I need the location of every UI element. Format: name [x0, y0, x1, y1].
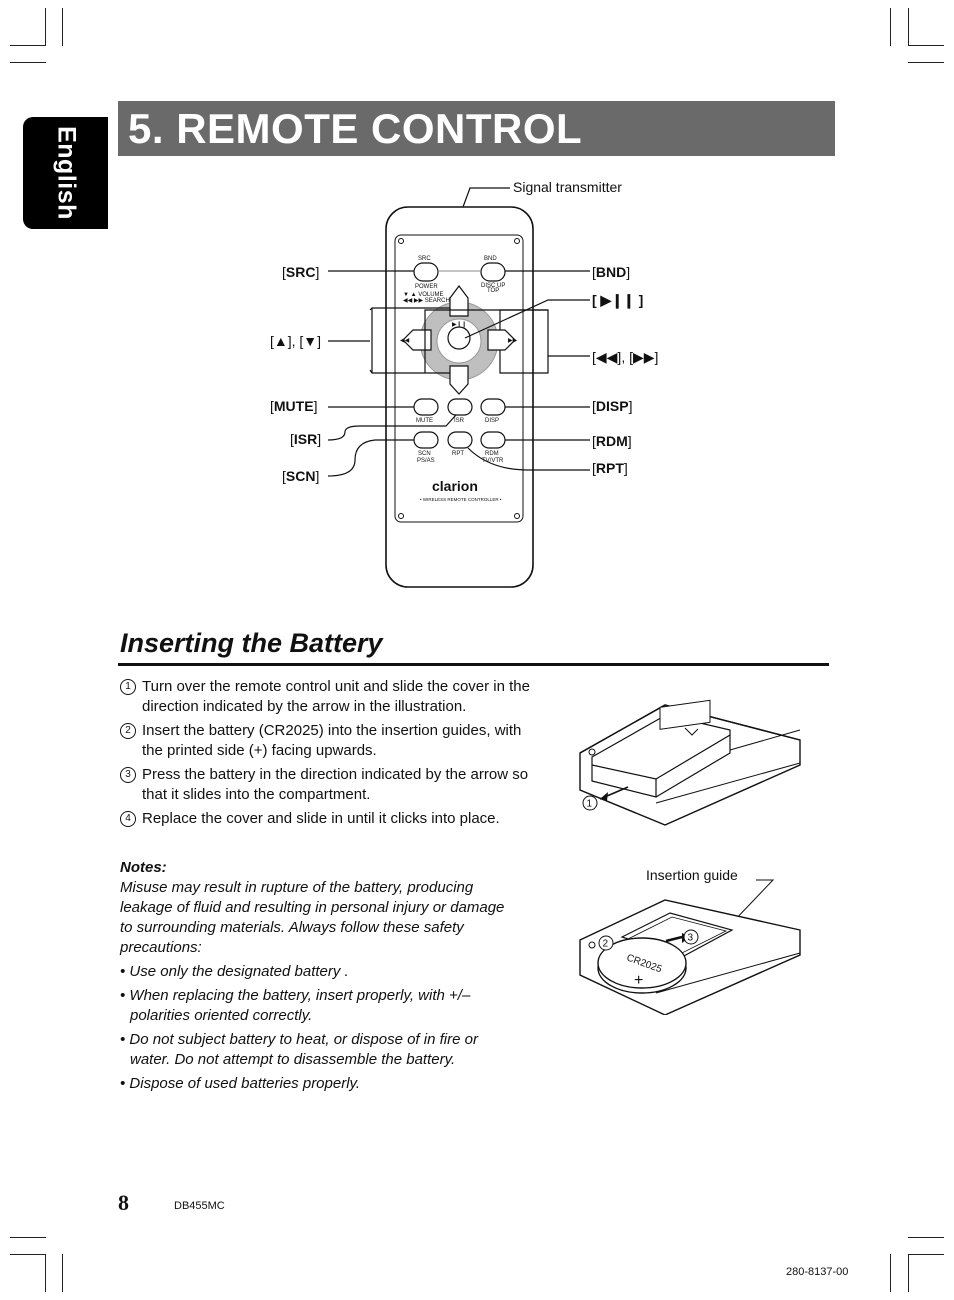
up-down-label: [▲], [▼]: [270, 333, 322, 349]
list-item: • When replacing the battery, insert pro…: [120, 987, 471, 1024]
bnd-button[interactable]: [480, 262, 506, 282]
mute-label: [MUTE]: [270, 398, 318, 414]
battery-plus: +: [634, 972, 643, 989]
next-button[interactable]: [487, 329, 516, 351]
crop-mark: [10, 1254, 46, 1255]
btn-text-psas: PS/AS: [417, 458, 435, 464]
crop-mark: [62, 8, 63, 46]
btn-text-tvvtr: TV/VTR: [482, 458, 504, 464]
btn-text-bnd: BND: [484, 256, 497, 262]
btn-text-disc-up: DISC UP: [481, 283, 505, 289]
crop-mark: [908, 62, 944, 63]
cover-illustration: 1: [579, 699, 801, 826]
mute-button[interactable]: [413, 398, 439, 416]
brand-subtitle: • WIRELESS REMOTE CONTROLLER •: [420, 497, 502, 502]
crop-mark: [908, 8, 909, 46]
language-tab: English: [23, 117, 108, 229]
section-rule: [118, 663, 829, 666]
crop-mark: [908, 1254, 944, 1255]
isr-button[interactable]: [447, 398, 473, 416]
btn-text-mute: MUTE: [416, 418, 433, 424]
section-title: Inserting the Battery: [120, 628, 383, 658]
rpt-button[interactable]: [447, 431, 473, 449]
btn-text-top: TOP: [487, 288, 499, 294]
svg-text:◀◀: ◀◀: [400, 338, 410, 344]
model-number: DB455MC: [174, 1200, 225, 1212]
language-tab-label: English: [52, 126, 80, 220]
btn-text-scn: SCN: [418, 451, 431, 457]
isr-label: [ISR]: [290, 431, 322, 447]
btn-text-power: POWER: [415, 284, 438, 290]
src-button[interactable]: [413, 262, 439, 282]
marker-2: 2: [603, 939, 609, 950]
crop-mark: [908, 1254, 909, 1292]
notes-heading: Notes:: [120, 859, 167, 876]
src-label: [SRC]: [282, 264, 320, 280]
notes: Notes: Misuse may result in rupture of t…: [120, 858, 520, 1094]
bnd-label: [BND]: [592, 264, 631, 280]
insertion-guide-label: Insertion guide: [646, 867, 738, 883]
btn-text-src: SRC: [418, 256, 431, 262]
notes-intro: Misuse may result in rupture of the batt…: [120, 879, 505, 956]
scn-label: [SCN]: [282, 468, 320, 484]
document-number: 280-8137-00: [786, 1266, 849, 1278]
btn-text-rpt: RPT: [452, 451, 464, 457]
remote-illustration: .btn { fill:#fff; stroke:#111; stroke-wi…: [327, 187, 590, 588]
prev-button[interactable]: [402, 329, 432, 351]
svg-text:▶▶: ▶▶: [508, 338, 518, 344]
marker-1: 1: [587, 799, 593, 810]
btn-text-disp: DISP: [485, 418, 499, 424]
btn-text-rdm: RDM: [485, 451, 499, 457]
btn-text-volume: ▼ ▲ VOLUME: [403, 292, 444, 298]
crop-mark: [10, 1237, 46, 1238]
btn-text-search: ◀◀ ▶▶ SEARCH: [403, 298, 450, 304]
list-item: • Dispose of used batteries properly.: [120, 1075, 361, 1092]
marker-3: 3: [688, 933, 694, 944]
crop-mark: [908, 45, 944, 46]
page-title: 5. REMOTE CONTROL: [128, 105, 583, 152]
crop-mark: [908, 1237, 944, 1238]
battery-illustration: CR2025 + 2 3: [579, 879, 801, 1015]
disp-button[interactable]: [480, 398, 506, 416]
up-button[interactable]: [449, 285, 469, 317]
list-item: • Use only the designated battery .: [120, 963, 349, 980]
rdm-button[interactable]: [480, 431, 506, 449]
btn-text-isr: ISR: [454, 418, 465, 424]
brand-logo: clarion: [432, 478, 478, 494]
scn-button[interactable]: [413, 431, 439, 449]
rdm-label: [RDM]: [592, 433, 632, 449]
down-button[interactable]: [449, 365, 469, 395]
crop-mark: [45, 1254, 46, 1292]
crop-mark: [890, 1254, 891, 1292]
play-pause-button[interactable]: [447, 326, 471, 350]
disp-label: [DISP]: [592, 398, 633, 414]
signal-transmitter-label: Signal transmitter: [513, 179, 622, 195]
title-bar: 5. REMOTE CONTROL: [118, 101, 835, 156]
crop-mark: [62, 1254, 63, 1292]
list-item: • Do not subject battery to heat, or dis…: [120, 1031, 478, 1068]
prev-next-label: [◀◀], [▶▶]: [592, 349, 659, 365]
play-pause-label: [ ▶❙❙ ]: [592, 292, 644, 308]
page-number: 8: [118, 1190, 129, 1215]
crop-mark: [890, 8, 891, 46]
rpt-label: [RPT]: [592, 460, 628, 476]
crop-mark: [10, 62, 46, 63]
crop-mark: [10, 45, 46, 46]
crop-mark: [45, 8, 46, 46]
btn-text-play: ▶❙❙: [452, 321, 467, 328]
